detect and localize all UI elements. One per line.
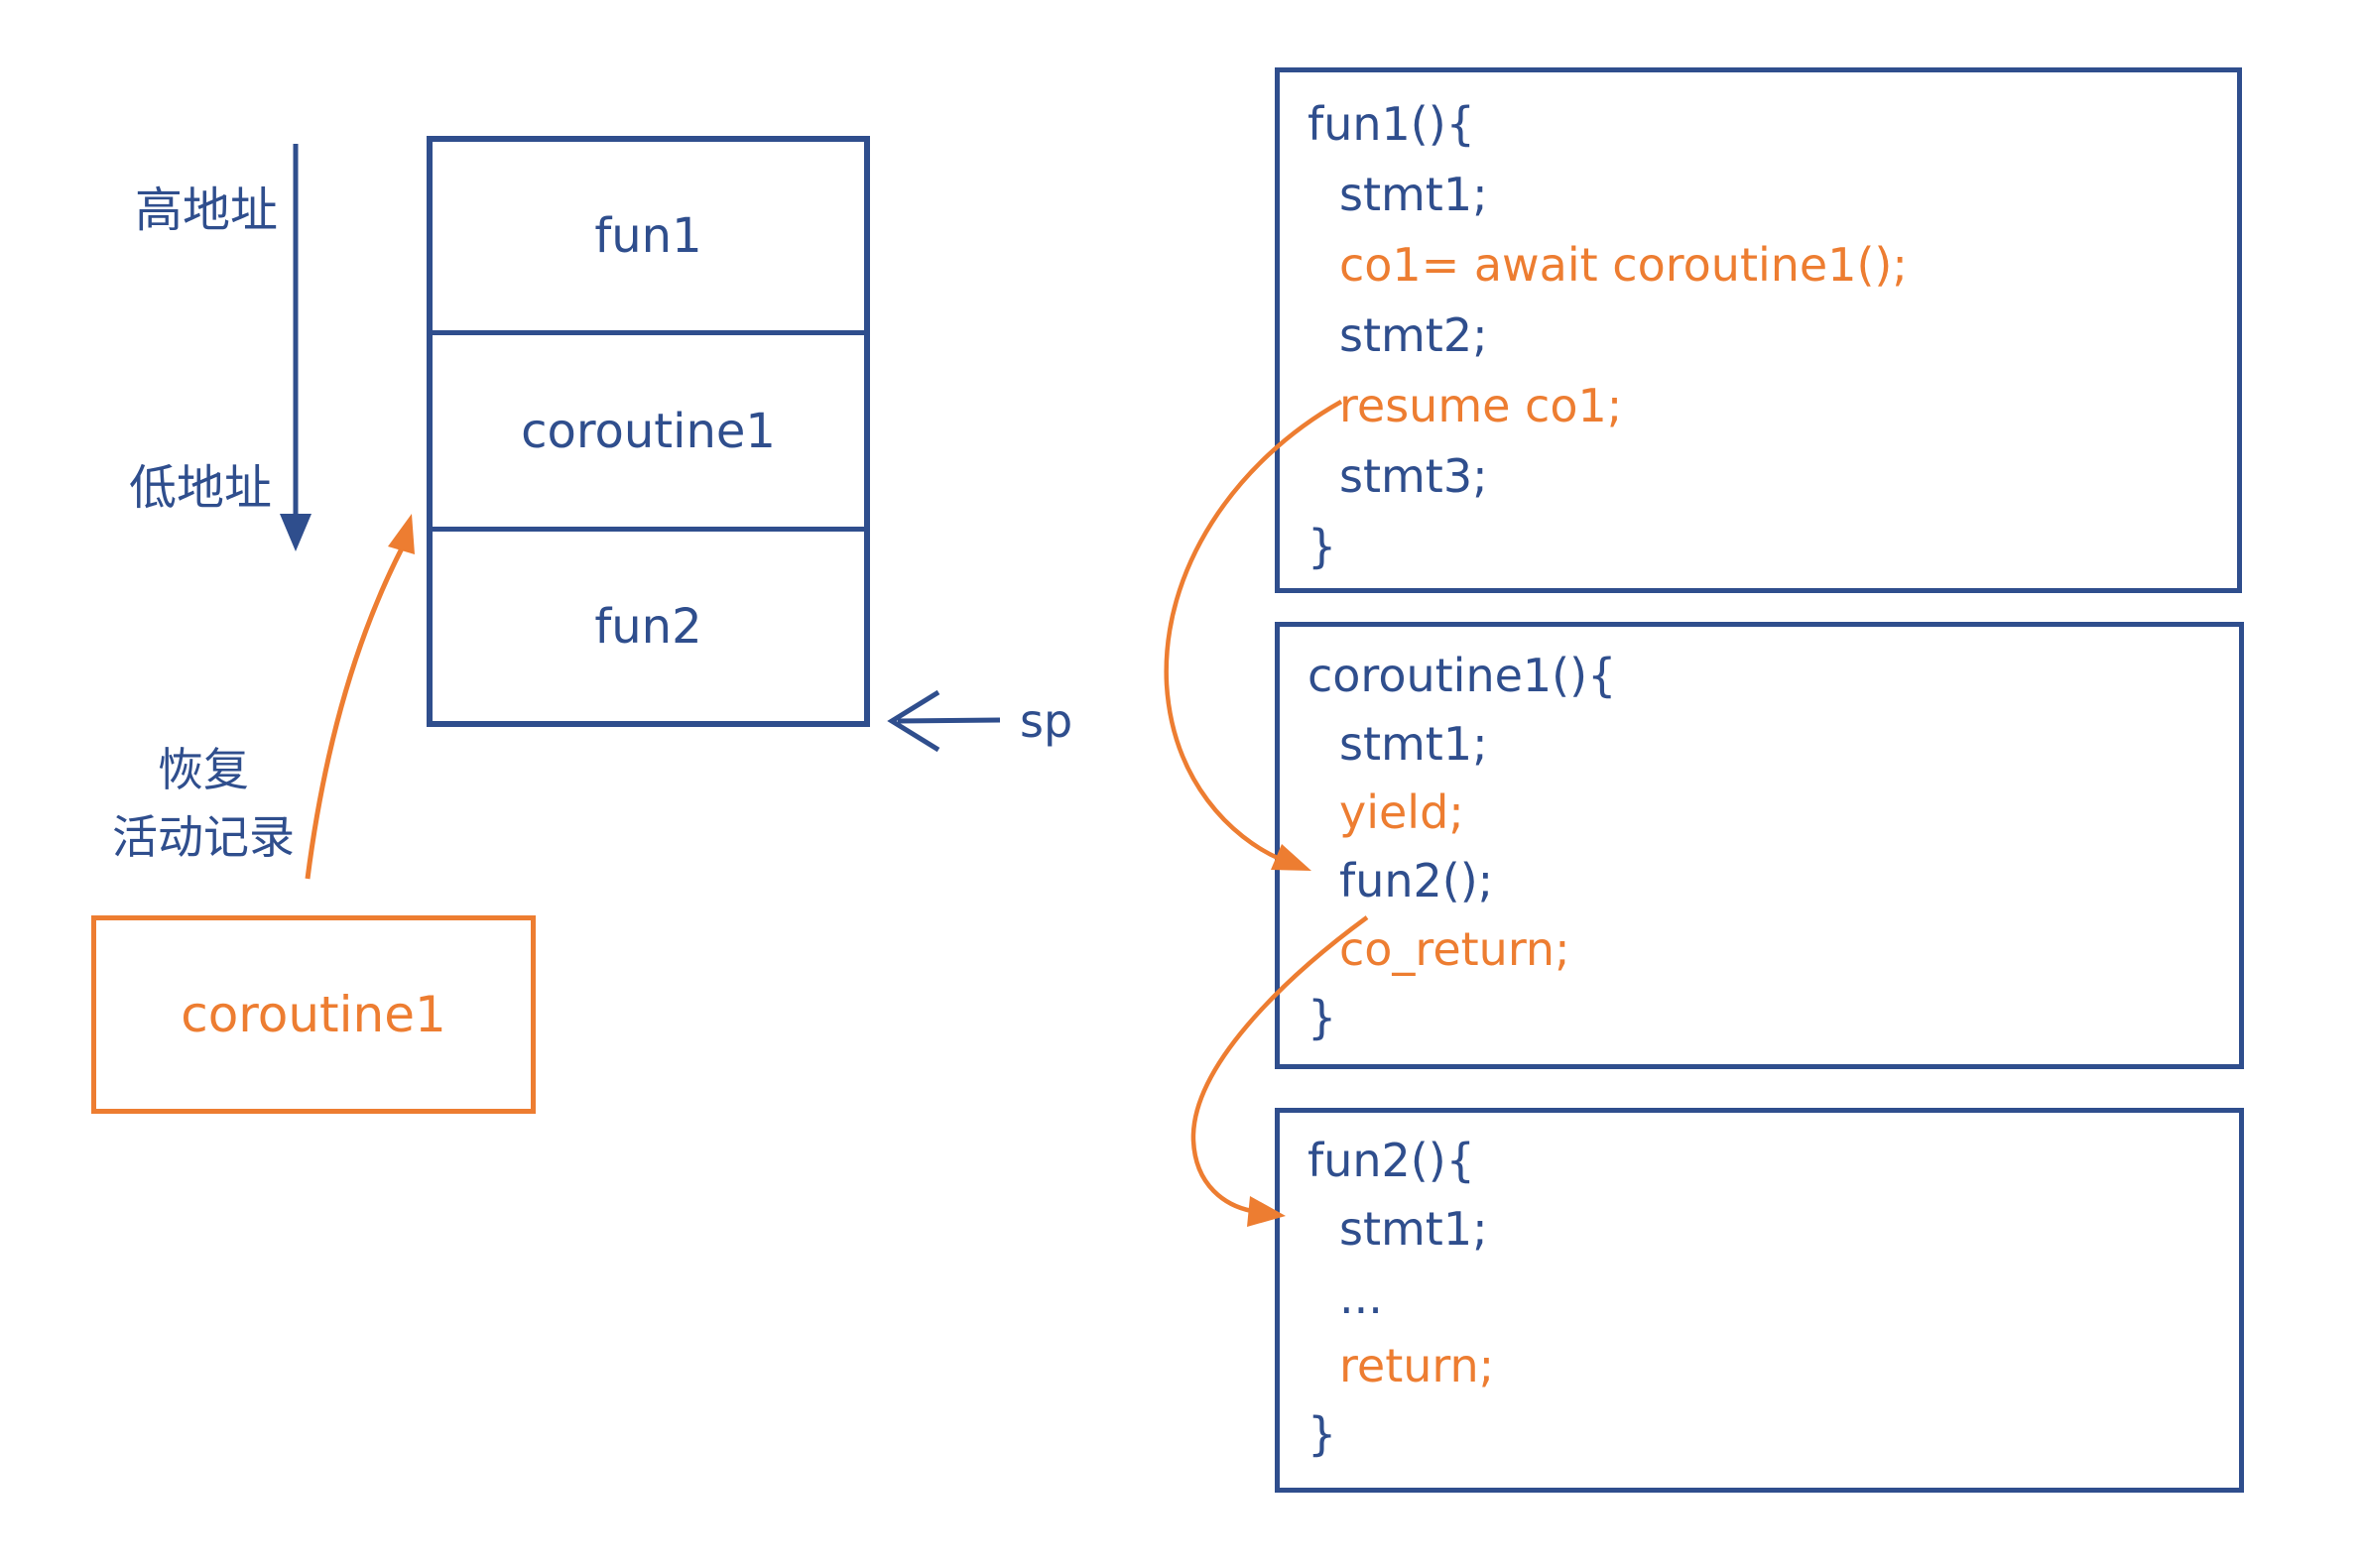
- code-box-fun2: fun2(){ stmt1; ... return; }: [1275, 1108, 2244, 1493]
- stack-divider-1: [427, 330, 870, 335]
- code-line: stmt1;: [1339, 168, 1488, 221]
- restore-note-line2: 活动记录: [112, 810, 295, 864]
- stack-frame-fun1: fun1: [427, 142, 870, 330]
- sp-arrow: [897, 717, 1001, 724]
- stack-frame-coroutine1-label: coroutine1: [521, 403, 776, 459]
- coroutine1-record-label: coroutine1: [181, 986, 446, 1043]
- stack-frame-fun2-label: fun2: [594, 598, 702, 655]
- code-line: co_return;: [1339, 922, 1570, 976]
- stack-frame-fun1-label: fun1: [594, 208, 702, 264]
- code-line: fun2();: [1339, 854, 1494, 907]
- high-address-label: 高地址: [134, 182, 278, 238]
- code-line: yield;: [1339, 785, 1464, 839]
- code-line: stmt1;: [1339, 717, 1488, 771]
- code-line: return;: [1339, 1339, 1495, 1392]
- sp-arrowhead-icon: [887, 689, 940, 753]
- restore-activation-record-note: 恢复 活动记录: [89, 736, 317, 871]
- code-line: ...: [1339, 1270, 1383, 1324]
- restore-arrowhead-icon: [388, 514, 415, 554]
- code-box-coroutine1: coroutine1(){ stmt1; yield; fun2(); co_r…: [1275, 622, 2244, 1069]
- code-line: resume co1;: [1339, 379, 1623, 432]
- code-line: fun2(){: [1308, 1134, 1475, 1187]
- stack-frame-coroutine1: coroutine1: [427, 335, 870, 527]
- stack-box: [427, 136, 870, 727]
- stack-divider-2: [427, 527, 870, 532]
- code-line: stmt2;: [1339, 308, 1488, 362]
- code-line: co1= await coroutine1();: [1339, 238, 1908, 292]
- restore-activation-record-arrow: [305, 546, 405, 880]
- restore-note-line1: 恢复: [158, 743, 249, 796]
- stack-frame-fun2: fun2: [427, 532, 870, 721]
- sp-label: sp: [1020, 694, 1073, 748]
- low-address-label: 低地址: [128, 460, 272, 516]
- code-line: fun1(){: [1308, 97, 1475, 151]
- code-line: }: [1308, 991, 1337, 1044]
- code-line: stmt3;: [1339, 449, 1488, 503]
- code-line: }: [1308, 520, 1337, 573]
- address-direction-arrowhead-icon: [280, 514, 311, 551]
- code-line: stmt1;: [1339, 1202, 1488, 1256]
- code-box-fun1: fun1(){ stmt1; co1= await coroutine1(); …: [1275, 67, 2242, 593]
- code-line: coroutine1(){: [1308, 649, 1617, 702]
- code-line: }: [1308, 1407, 1337, 1461]
- coroutine1-record-box: coroutine1: [91, 915, 536, 1114]
